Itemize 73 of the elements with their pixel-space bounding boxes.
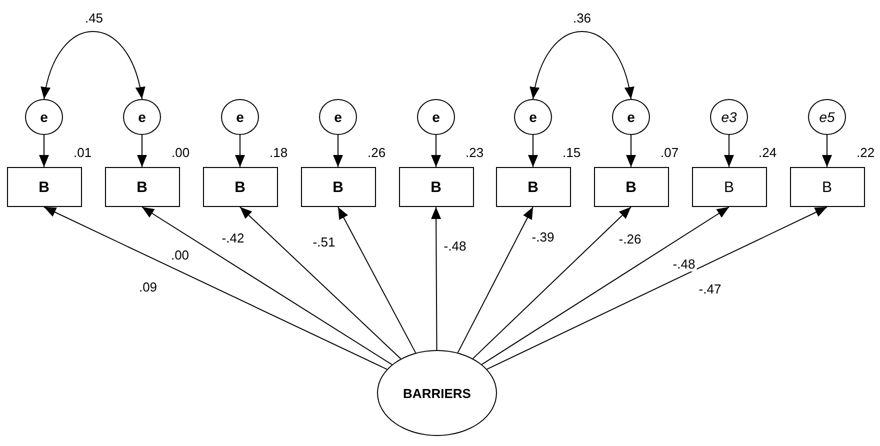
edge-label: -.42 (220, 230, 246, 246)
double-headed-arrow (42, 31, 144, 100)
node-label: B (528, 180, 538, 194)
error-ellipse (612, 99, 650, 135)
node-label: e (40, 110, 48, 124)
node-label: B (430, 180, 442, 194)
node-label: B (234, 180, 246, 194)
node-label: e (432, 110, 440, 124)
variable-box (202, 167, 278, 207)
r-squared-value: .15 (562, 146, 581, 159)
arrow (44, 206, 388, 370)
r-squared-value: .26 (368, 146, 386, 159)
edge-label: -.48 (442, 238, 468, 254)
edge-label: -.47 (696, 282, 724, 296)
node-label: e5 (819, 110, 835, 124)
error-ellipse (319, 99, 357, 135)
node-label: e (138, 110, 146, 124)
arrow (626, 134, 636, 168)
variable-box (6, 167, 82, 207)
arrow (142, 206, 392, 366)
arrow (481, 206, 730, 365)
double-headed-arrow (530, 31, 634, 100)
arrow (338, 206, 416, 354)
arrow (39, 134, 49, 168)
node-label: B (724, 180, 734, 194)
node-label: e (627, 110, 635, 124)
edge-label: -.26 (616, 232, 644, 246)
error-ellipse (710, 99, 748, 135)
variable-box (496, 167, 570, 207)
r-squared-value: .01 (74, 146, 92, 159)
node-label: e (334, 110, 342, 124)
node-label: BARRIERS (403, 386, 471, 400)
edge-label: -.48 (670, 256, 698, 272)
node-label: B (136, 180, 148, 194)
arrow (724, 134, 734, 168)
edge-label: -.39 (530, 230, 556, 244)
variable-box (594, 167, 668, 207)
node-label: B (38, 180, 50, 194)
node-label: B (822, 180, 832, 194)
r-squared-value: .24 (758, 146, 777, 159)
r-squared-value: .00 (172, 146, 190, 159)
variable-box (300, 167, 376, 207)
arrow (457, 206, 534, 354)
arrow (137, 134, 147, 168)
arrow (333, 134, 343, 168)
arrow (486, 206, 828, 370)
arrow (822, 134, 832, 168)
node-label: B (332, 180, 344, 194)
error-ellipse (221, 99, 259, 135)
arrow (431, 134, 441, 168)
node-label: B (626, 180, 636, 194)
error-ellipse (123, 99, 161, 135)
variable-box (104, 167, 180, 207)
r-squared-value: .07 (660, 146, 679, 159)
r-squared-value: .23 (466, 146, 484, 159)
variable-box (790, 167, 864, 207)
variable-box (398, 167, 474, 207)
r-squared-value: .18 (270, 146, 288, 159)
r-squared-value: .22 (856, 146, 875, 159)
error-ellipse (514, 99, 552, 135)
arrow (235, 134, 245, 168)
edge-label: -.51 (310, 234, 338, 250)
error-ellipse (417, 99, 455, 135)
node-label: e (529, 110, 537, 124)
arrow (528, 134, 538, 168)
node-label: e3 (721, 110, 737, 124)
variable-box (692, 167, 766, 207)
error-ellipse (808, 99, 846, 135)
arrow (431, 206, 442, 350)
arrow (240, 206, 402, 360)
node-label: e (236, 110, 244, 124)
arrow (472, 206, 632, 360)
error-ellipse (25, 99, 63, 135)
